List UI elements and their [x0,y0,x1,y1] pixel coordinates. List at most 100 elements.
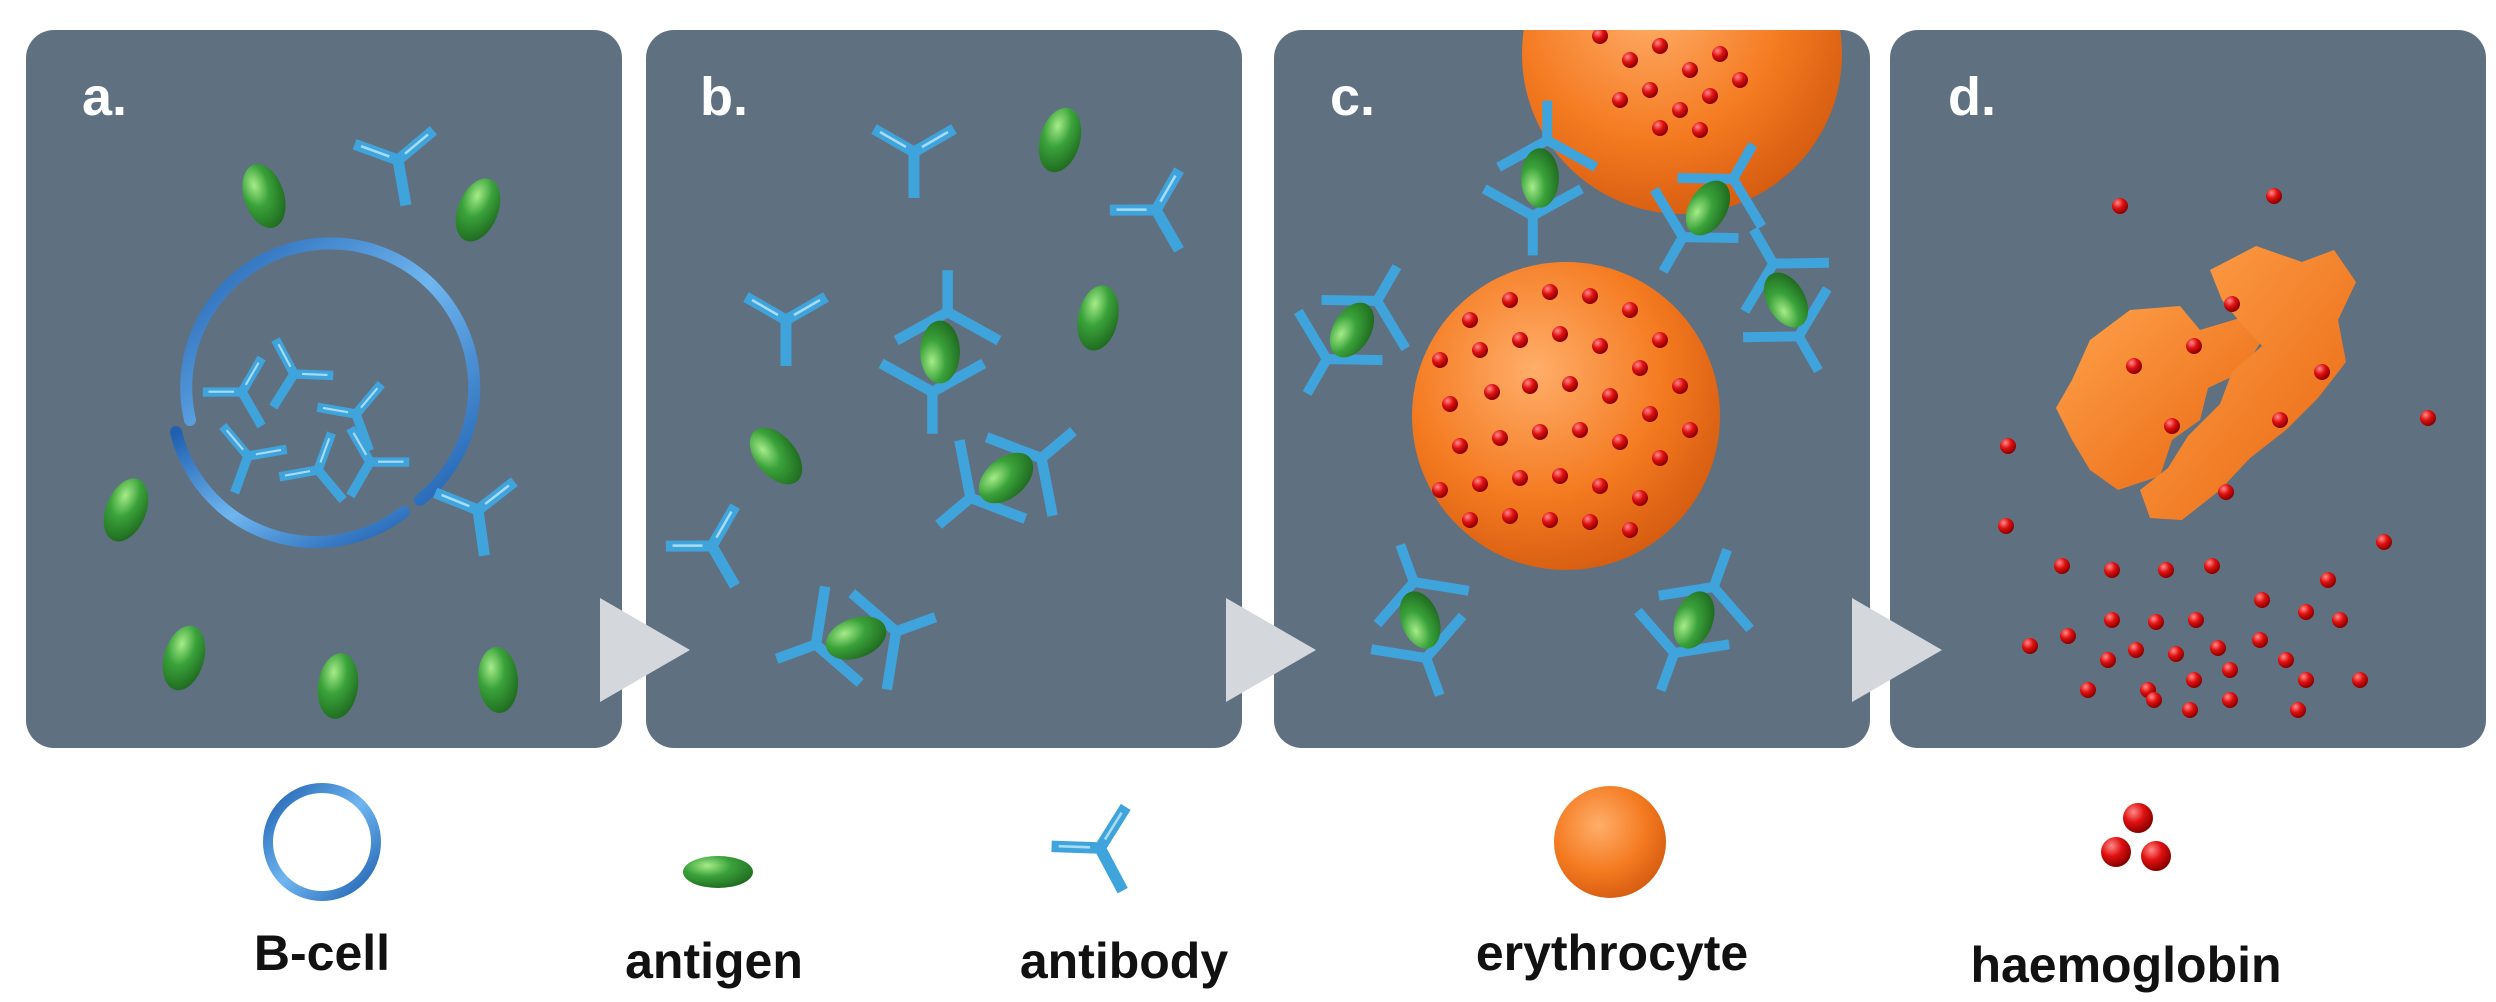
haemoglobin-dot [2272,412,2288,428]
haemoglobin-dot [2128,642,2144,658]
panel-a-label: a. [82,67,127,127]
arrow-c-to-d [1852,598,1942,702]
haemoglobin-dot [2352,672,2368,688]
haemoglobin-dot [1672,102,1688,118]
panel-d-label: d. [1948,67,1996,127]
haemoglobin-dot [1692,122,1708,138]
haemoglobin-dot [1612,92,1628,108]
haemoglobin-dot [2420,410,2436,426]
haemoglobin-dot [1682,422,1698,438]
legend-antigen-label: antigen [625,933,803,989]
haemoglobin-dot [2126,358,2142,374]
haemoglobin-dot [2298,672,2314,688]
haemoglobin-dot [2022,638,2038,654]
legend: B-cell antigen antibody erythrocyte haem… [254,783,2282,993]
panels-layer [26,30,2486,748]
haemoglobin-dot [1652,120,1668,136]
haemoglobin-dot [2298,604,2314,620]
haemoglobin-dot [2332,612,2348,628]
haemoglobin-dot [1432,352,1448,368]
erythrocyte-ghost [2056,306,2262,490]
haemoglobin-dot [1582,288,1598,304]
haemoglobin-dot [1652,38,1668,54]
haemoglobin-dot [1632,360,1648,376]
haemoglobin-dot [2186,672,2202,688]
haemoglobin-dot [1632,490,1648,506]
legend-haemoglobin-label: haemoglobin [1970,937,2281,993]
haemoglobin-dot [2158,562,2174,578]
antigen [103,478,149,542]
haemoglobin-dot [2182,702,2198,718]
haemoglobin-dot [2080,682,2096,698]
b-cell-membrane [180,237,481,506]
arrow-a-to-b [600,598,690,702]
haemoglobin-dot [2112,198,2128,214]
legend-antibody-label: antibody [1020,933,1229,989]
b-cell-membrane [170,426,410,549]
haemoglobin-dot [2054,558,2070,574]
erythrocyte-ghost [2140,246,2356,520]
legend-bcell-label: B-cell [254,925,390,981]
haemoglobin-dot [2000,438,2016,454]
panel-a-background [26,30,622,748]
legend-haemoglobin-icon [2101,803,2171,871]
haemoglobin-dot [1652,332,1668,348]
haemoglobin-dot [1552,326,1568,342]
haemoglobin-dot [1642,406,1658,422]
antigen [1038,107,1082,173]
haemoglobin-dot [1592,30,1608,44]
haemoglobin-dot [2104,562,2120,578]
haemoglobin-dot [1502,508,1518,524]
haemoglobin-dot [2218,484,2234,500]
haemoglobin-dot [1672,378,1688,394]
haemoglobin-dot [1602,388,1618,404]
antigen [455,178,501,242]
panel-c-content [1265,30,1873,712]
haemoglobin-dot [1532,424,1548,440]
haemoglobin-dot [1542,512,1558,528]
haemoglobin-dot [2222,662,2238,678]
haemoglobin-dot [1622,522,1638,538]
antigen [242,164,286,228]
antigen [1077,285,1119,351]
haemoglobin-dot [2100,652,2116,668]
erythrocyte-main [1412,262,1720,570]
haemoglobin-dot [1442,396,1458,412]
haemoglobin-dot [2222,692,2238,708]
panel-b-content [666,107,1214,722]
haemoglobin-dot [1732,72,1748,88]
haemoglobin-dot [1512,332,1528,348]
antigen [317,653,359,719]
legend-erythrocyte-icon [1554,786,1666,898]
haemoglobin-dot [2254,592,2270,608]
haemoglobin-dot [2252,632,2268,648]
haemoglobin-dot [2278,652,2294,668]
haemoglobin-dot [1998,518,2014,534]
haemoglobin-dot [2376,534,2392,550]
haemoglobin-dot [1512,470,1528,486]
haemoglobin-dot [1552,468,1568,484]
haemoglobin-dot [1472,342,1488,358]
haemoglobin-dot [2224,296,2240,312]
haemoglobin-dot [2204,558,2220,574]
haemoglobin-dot [1622,52,1638,68]
haemoglobin-dot [2148,614,2164,630]
haemoglobin-dot [1522,378,1538,394]
haemoglobin-dot [1702,88,1718,104]
haemoglobin-dot [1502,292,1518,308]
haemoglobin-dot [1542,284,1558,300]
haemoglobin-dot [2060,628,2076,644]
antigen [162,625,206,691]
haemoglobin-dot [1642,82,1658,98]
haemoglobin-dot [2266,188,2282,204]
haemoglobin-dot [1452,438,1468,454]
haemoglobin-dot [2314,364,2330,380]
haemoglobin-dot [1592,478,1608,494]
haemoglobin-dot [1472,476,1488,492]
haemoglobin-dot [1652,450,1668,466]
antigen [749,427,803,485]
haemoglobin-dot [1612,434,1628,450]
antigen [477,647,519,713]
haemoglobin-dot [1562,376,1578,392]
erythrocyte-top [1522,30,1842,214]
